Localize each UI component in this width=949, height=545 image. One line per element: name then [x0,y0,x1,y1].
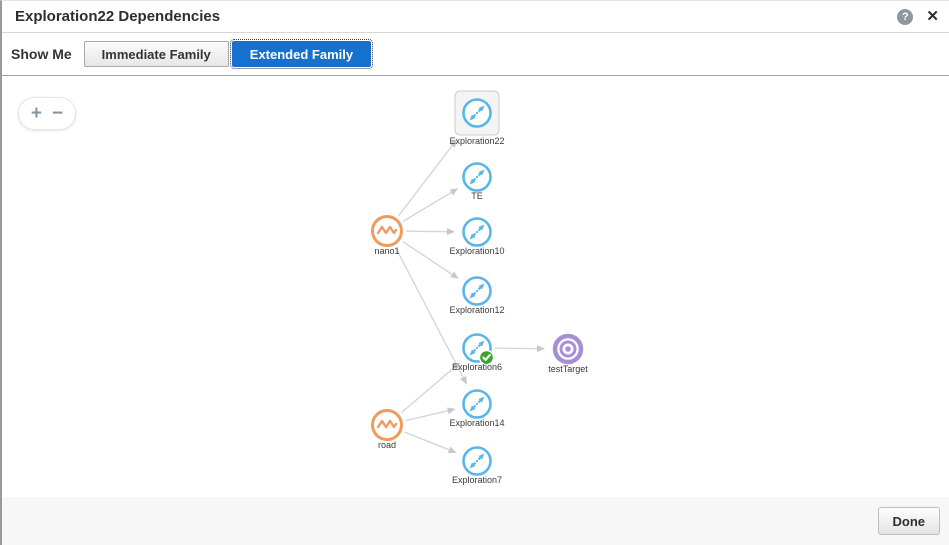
graph-node-Exploration12[interactable]: Exploration12 [449,276,505,316]
graph-edge-road-Exploration6 [400,362,461,414]
graph-node-Exploration14[interactable]: Exploration14 [449,389,505,429]
graph-node-label: Exploration10 [449,246,504,256]
close-icon[interactable]: ✕ [926,7,939,25]
check-badge-icon [478,349,495,366]
graph-node-label: Exploration22 [449,136,504,146]
graph-node-label: Exploration12 [449,305,504,315]
done-button[interactable]: Done [877,507,940,535]
compass-icon [469,105,485,121]
compass-icon [469,169,485,185]
target-icon [552,333,584,365]
show-me-toolbar: Show Me Immediate Family Extended Family [2,33,949,76]
graph-node-Exploration6[interactable]: Exploration6 [452,333,502,373]
dialog-header: Exploration22 Dependencies ? ✕ [2,1,949,33]
tab-extended-family[interactable]: Extended Family [229,39,374,69]
compass-icon [469,453,485,469]
tab-immediate-family[interactable]: Immediate Family [83,41,229,67]
graph-node-TE[interactable]: TE [462,162,492,202]
wave-icon [376,419,398,429]
graph-edge-nano1-Exploration14 [395,247,468,385]
graph-edge-nano1-Exploration22 [397,139,457,217]
graph-node-label: TE [471,191,483,201]
compass-icon [469,224,485,240]
dialog-footer: Done [2,497,949,545]
graph-node-testTarget[interactable]: testTarget [548,333,588,374]
graph-node-nano1[interactable]: nano1 [371,215,403,257]
graph-node-road[interactable]: road [371,409,403,451]
graph-edge-nano1-TE [402,188,459,222]
zoom-in-button[interactable]: + [28,104,45,123]
graph-node-label: Exploration7 [452,475,502,485]
graph-node-Exploration22[interactable]: Exploration22 [449,90,505,146]
graph-node-Exploration7[interactable]: Exploration7 [452,446,502,486]
help-icon[interactable]: ? [897,8,914,25]
graph-node-label: Exploration6 [452,362,502,372]
zoom-controls: + − [18,97,76,130]
graph-edge-road-Exploration7 [404,431,457,454]
zoom-out-button[interactable]: − [49,104,66,123]
graph-node-label: Exploration14 [449,418,504,428]
graph-edge-nano1-Exploration12 [402,240,459,279]
graph-node-Exploration10[interactable]: Exploration10 [449,217,505,257]
graph-node-label: nano1 [374,246,399,256]
dialog-title: Exploration22 Dependencies [15,8,221,25]
header-icons: ? ✕ [897,7,939,25]
graph-edge-road-Exploration14 [405,407,456,422]
graph-node-label: road [378,440,396,450]
compass-icon [469,283,485,299]
compass-icon [469,396,485,412]
graph-node-label: testTarget [548,364,588,374]
compass-icon [469,340,485,356]
show-me-label: Show Me [11,46,72,62]
graph-edge-Exploration6-testTarget [494,345,546,353]
wave-icon [376,225,398,235]
graph-edge-nano1-Exploration10 [405,228,456,236]
